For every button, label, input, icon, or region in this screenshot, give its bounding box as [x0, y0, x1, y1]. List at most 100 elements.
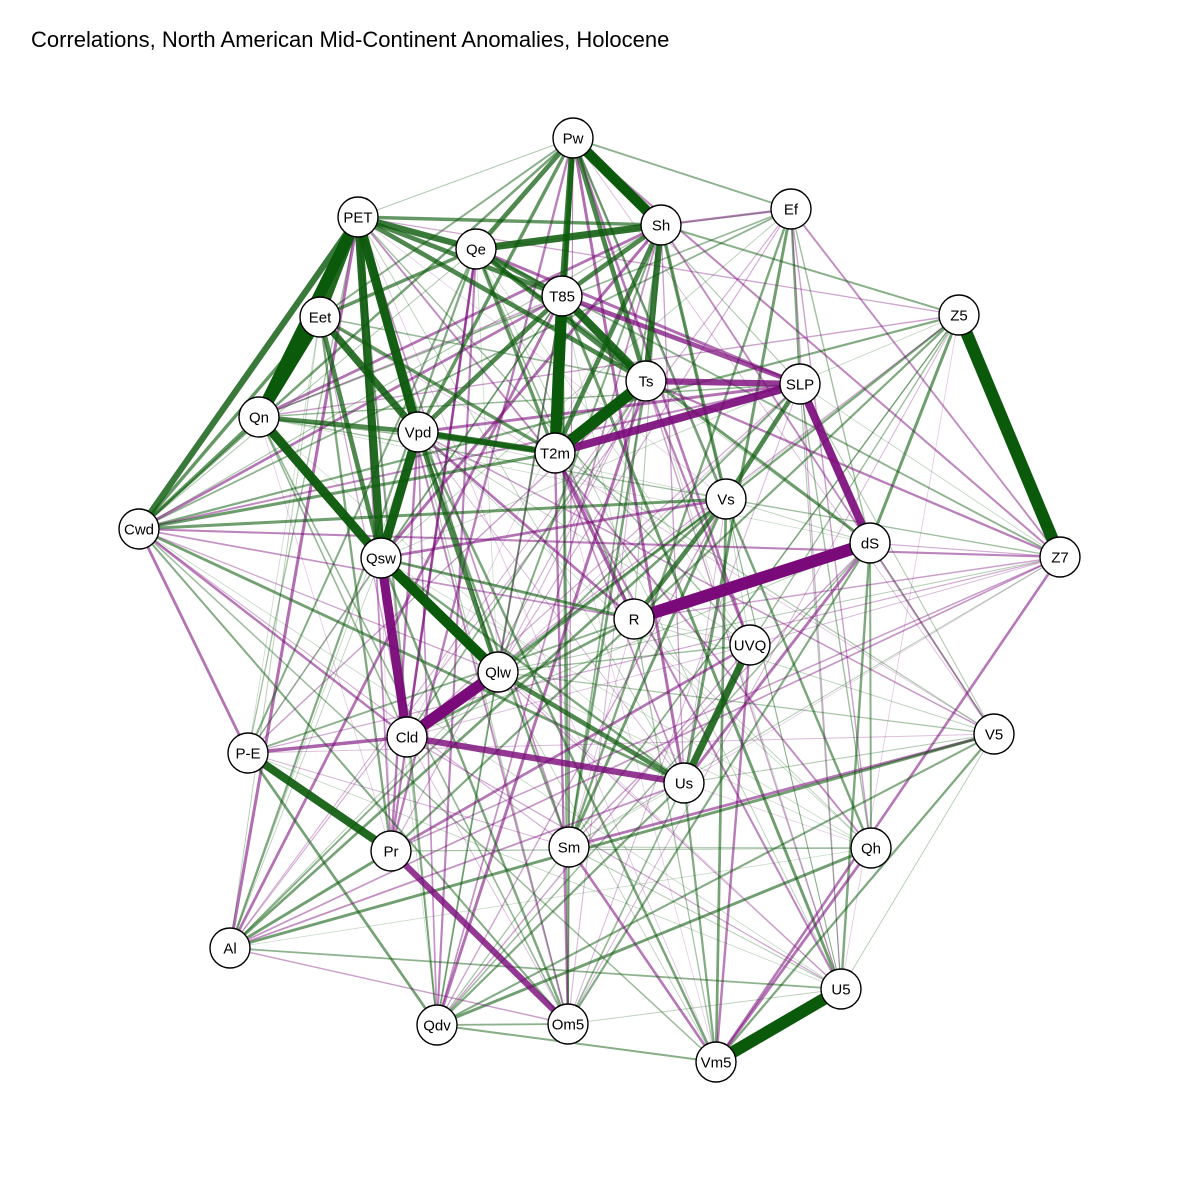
weak-edge-cwd-om5: [138, 528, 569, 1025]
weak-edge-qe-qlw: [475, 248, 499, 673]
weak-edge-vs-cwd: [138, 497, 727, 531]
node-label: dS: [861, 536, 879, 553]
node-pet: PET: [337, 196, 379, 238]
node-circle: [850, 827, 892, 869]
weak-edge-uvq-qlw: [497, 644, 751, 673]
node-circle: [613, 598, 655, 640]
weak-edge-z5-qn: [258, 314, 960, 418]
node-ts: Ts: [625, 360, 667, 402]
edge-ts-slp: [645, 377, 801, 388]
weak-edge-r-vm5: [633, 618, 717, 1063]
node-pr: Pr: [370, 830, 412, 872]
node-circle: [299, 296, 341, 338]
edge-uvq-us: [680, 643, 754, 785]
weak-edge-ds-v5: [869, 542, 995, 735]
weak-edge-uvq-cld: [406, 644, 751, 738]
weak-edge-sh-cld: [406, 224, 662, 738]
edge-pr-om5: [388, 848, 571, 1027]
node-circle: [779, 363, 821, 405]
weak-edge-al-u5: [229, 947, 842, 990]
edge-qlw-us: [496, 669, 686, 786]
weak-edge-qlw-vm5: [497, 671, 717, 1063]
node-label: UVQ: [734, 638, 767, 655]
weak-edge-slp-v5: [799, 383, 995, 735]
node-circle: [770, 188, 812, 230]
edge-pw-qe: [474, 136, 575, 251]
edge-t85-vpd: [416, 294, 564, 434]
node-z7: Z7: [1039, 536, 1081, 578]
weak-edge-ef-qlw: [497, 208, 792, 673]
edge-t2m-slp: [553, 380, 802, 457]
weak-edge-qe-u5: [475, 248, 842, 990]
node-label: Qn: [249, 410, 269, 427]
node-circle: [849, 522, 891, 564]
edge-cld-us: [406, 733, 685, 787]
weak-edge-pw-ef: [572, 137, 792, 210]
node-circle: [547, 1003, 589, 1045]
edge-vpd-qlw: [415, 431, 501, 673]
weak-edge-t85-cwd: [138, 294, 563, 531]
weak-edge-us-qdv: [436, 782, 685, 1026]
weak-edge-qe-p-e: [247, 248, 477, 754]
node-label: Z7: [1051, 550, 1069, 567]
weak-edge-v5-vm5: [715, 733, 995, 1063]
edge-t2m-r: [553, 452, 636, 620]
weak-edge-z5-pr: [390, 314, 960, 852]
weak-edge-p-e-qdv: [246, 752, 439, 1026]
node-pw: Pw: [552, 117, 594, 159]
node-u5: U5: [820, 968, 862, 1010]
weak-edge-t85-qlw: [497, 295, 563, 673]
weak-edge-qdv-om5: [436, 1023, 569, 1026]
node-us: Us: [663, 762, 705, 804]
node-circle: [548, 826, 590, 868]
weak-edge-vpd-vm5: [416, 431, 718, 1063]
weak-edge-qlw-u5: [497, 671, 842, 990]
weak-edge-z5-ds: [868, 314, 961, 544]
weak-edge-qlw-v5: [497, 671, 995, 735]
node-label: Om5: [552, 1017, 585, 1034]
weak-edge-v5-u5: [840, 733, 995, 990]
edge-qn-cwd: [137, 415, 261, 531]
edge-pw-t85: [558, 137, 577, 297]
node-circle: [541, 275, 583, 317]
weak-edge-qdv-vm5: [436, 1023, 717, 1064]
node-z5: Z5: [938, 294, 980, 336]
weak-edge-z7-r: [633, 556, 1061, 620]
weak-edge-qh-qdv: [436, 846, 872, 1027]
node-circle: [227, 732, 269, 774]
weak-edge-ds-om5: [567, 542, 871, 1025]
weak-edge-pet-vs: [357, 216, 727, 500]
edge-qn-vpd: [258, 414, 419, 435]
node-p-e: P-E: [227, 732, 269, 774]
weak-edge-vpd-qh: [417, 431, 872, 849]
node-circle: [1039, 536, 1081, 578]
chart-title: Correlations, North American Mid-Contine…: [31, 27, 670, 52]
weak-edge-cwd-qlw: [138, 528, 499, 673]
node-label: SLP: [786, 377, 814, 394]
weak-edge-p-e-u5: [247, 752, 842, 990]
weak-edge-t85-p-e: [247, 295, 563, 754]
weak-edge-z7-qlw: [497, 556, 1061, 673]
weak-edge-sm-vm5: [567, 846, 718, 1063]
weak-edge-ds-u5: [839, 542, 872, 990]
weak-edge-ef-al: [229, 208, 792, 949]
edge-pw-vpd: [416, 137, 575, 433]
edge-t2m-eet: [319, 315, 556, 455]
node-label: Z5: [950, 308, 968, 325]
weak-edge-vs-ds: [725, 498, 871, 544]
node-label: Vpd: [405, 425, 432, 442]
node-circle: [534, 432, 576, 474]
node-circle: [337, 196, 379, 238]
weak-edge-z5-qdv: [436, 314, 960, 1026]
weak-edge-vs-qdv: [436, 498, 727, 1026]
weak-edge-qsw-uvq: [380, 557, 751, 646]
node-qn: Qn: [238, 396, 280, 438]
weak-edge-qn-vs: [258, 416, 727, 500]
weak-edge-qlw-al: [229, 671, 499, 949]
weak-edge-slp-z7: [799, 383, 1061, 558]
edge-eet-qsw: [317, 316, 384, 559]
weak-edge-qsw-al: [229, 557, 382, 949]
weak-edge-us-vm5: [682, 782, 718, 1063]
node-label: T85: [549, 289, 575, 306]
